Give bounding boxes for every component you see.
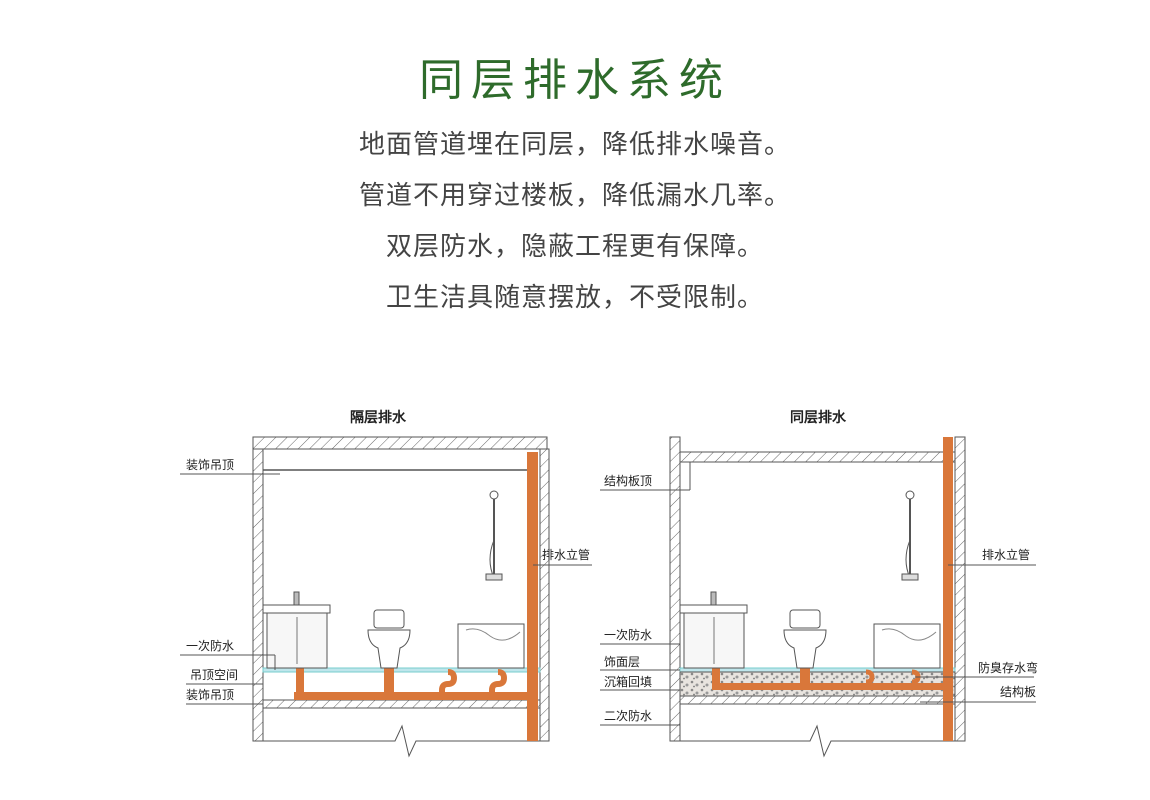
label-waterproof1-left: 一次防水: [186, 638, 234, 653]
left-drain-pipe: [294, 692, 538, 700]
left-diagram: 隔层排水: [180, 409, 592, 758]
left-top-slab: [252, 436, 548, 450]
right-diagram-title: 同层排水: [790, 409, 847, 426]
left-vanity: [262, 591, 331, 669]
left-bathtub: [457, 623, 525, 669]
label-ceiling-space: 吊顶空间: [190, 668, 238, 682]
left-floor-slab: [262, 699, 541, 709]
left-trap-2: [489, 669, 508, 696]
label-waterproof2: 二次防水: [604, 708, 652, 723]
right-wall-right: [954, 436, 966, 742]
left-labels: 装饰吊顶 排水立管 一次防水 吊顶空间 装饰吊顶: [180, 458, 592, 705]
right-sink-riser: [712, 668, 720, 686]
right-labels: 结构板顶 排水立管 一次防水 饰面层 沉箱回填 二次防水 防臭存水弯 结构板: [600, 462, 1038, 726]
right-wall-left: [669, 436, 681, 742]
feature-line-1: 地面管道埋在同层，降低排水噪音。: [358, 130, 791, 160]
label-stack-left: 排水立管: [542, 547, 590, 562]
left-right-wall: [539, 448, 550, 742]
right-vanity: [679, 591, 748, 669]
left-wall: [252, 448, 264, 742]
right-drain-pipe: [712, 683, 943, 690]
right-bathtub: [873, 623, 941, 669]
label-stack-right: 排水立管: [982, 547, 1030, 562]
right-break-line: [680, 724, 955, 758]
label-fill: 沉箱回填: [604, 674, 652, 689]
label-ceiling: 装饰吊顶: [186, 458, 234, 472]
right-toilet: [783, 609, 827, 669]
feature-list: 地面管道埋在同层，降低排水噪音。 管道不用穿过楼板，降低漏水几率。 双层防水，隐…: [0, 120, 1150, 324]
left-diagram-title: 隔层排水: [350, 409, 407, 426]
right-top-slab: [679, 451, 956, 463]
right-shower: [901, 490, 919, 581]
left-sink-riser: [296, 668, 304, 696]
left-break-line: [263, 724, 540, 758]
left-stack-pipe: [527, 452, 538, 741]
left-toilet-riser: [384, 668, 394, 696]
label-slab: 结构板: [1000, 684, 1036, 699]
right-diagram: 同层排水: [600, 409, 1038, 758]
right-toilet-riser: [800, 668, 810, 686]
right-trap-1: [865, 669, 875, 685]
left-trap-1: [439, 669, 458, 696]
right-stack-pipe: [943, 437, 953, 741]
label-slab-top: 结构板顶: [604, 473, 652, 488]
left-waterproof-layer: [262, 667, 541, 673]
feature-line-2: 管道不用穿过楼板，降低漏水几率。: [358, 181, 791, 211]
feature-line-4: 卫生洁具随意摆放，不受限制。: [385, 283, 764, 313]
left-shower: [485, 490, 503, 581]
label-waterproof1-right: 一次防水: [604, 627, 652, 642]
feature-line-3: 双层防水，隐蔽工程更有保障。: [385, 232, 764, 262]
label-finish: 饰面层: [604, 655, 640, 669]
page-title: 同层排水系统: [419, 55, 731, 106]
left-toilet: [367, 609, 411, 669]
label-ceiling-bottom: 装饰吊顶: [186, 688, 234, 702]
label-trap: 防臭存水弯: [978, 660, 1038, 675]
right-structural-slab: [679, 695, 956, 705]
